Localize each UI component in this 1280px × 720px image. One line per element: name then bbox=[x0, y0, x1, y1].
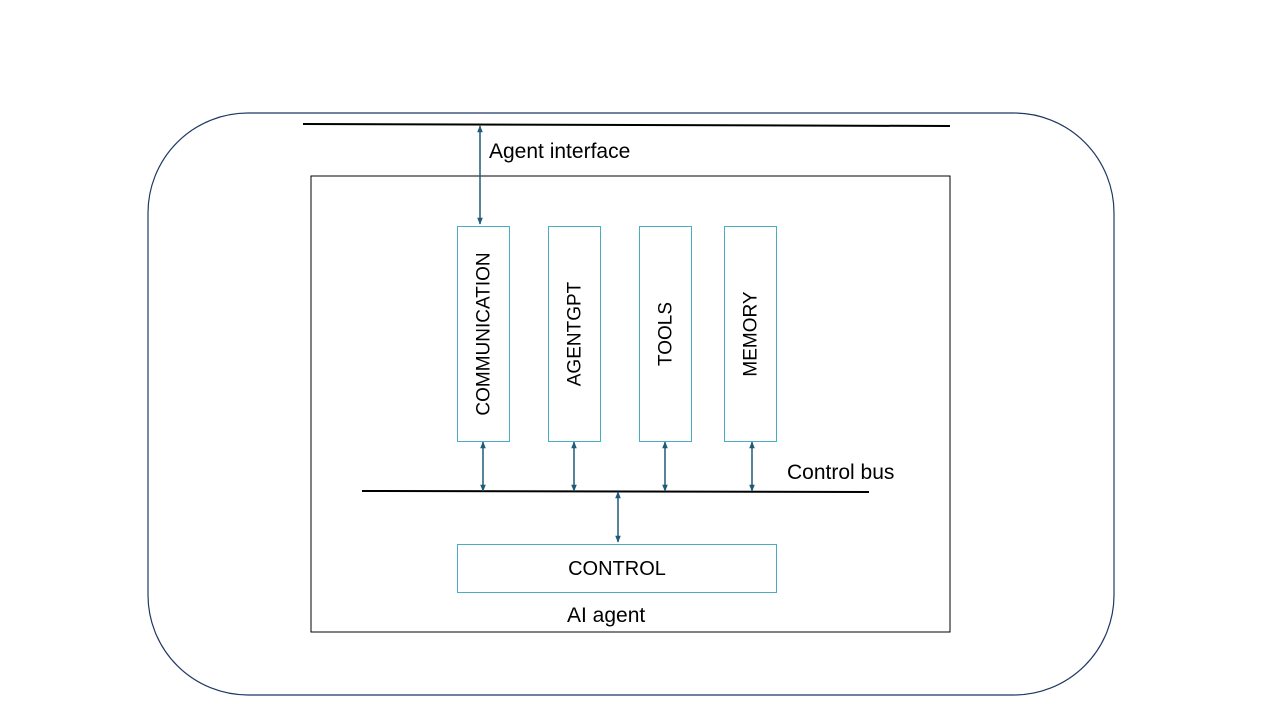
ai-agent-label: AI agent bbox=[567, 604, 646, 627]
agent-interface-label: Agent interface bbox=[489, 140, 631, 163]
control-bus-label: Control bus bbox=[787, 461, 895, 484]
control-bus-line bbox=[361, 490, 870, 493]
control-label: CONTROL bbox=[568, 557, 666, 580]
module-communication[interactable]: COMMUNICATION bbox=[457, 226, 510, 442]
control-box[interactable]: CONTROL bbox=[457, 544, 777, 593]
module-tools[interactable]: TOOLS bbox=[639, 226, 692, 442]
module-tools-label: TOOLS bbox=[655, 301, 676, 367]
agent-interface-line bbox=[302, 123, 951, 127]
ai-agent-boundary bbox=[310, 175, 951, 633]
module-memory-label: MEMORY bbox=[740, 291, 761, 377]
module-communication-label: COMMUNICATION bbox=[473, 252, 494, 416]
module-memory[interactable]: MEMORY bbox=[724, 226, 777, 442]
module-agentgpt-label: AGENTGPT bbox=[564, 281, 585, 387]
module-agentgpt[interactable]: AGENTGPT bbox=[548, 226, 601, 442]
environment-boundary bbox=[147, 112, 1115, 696]
